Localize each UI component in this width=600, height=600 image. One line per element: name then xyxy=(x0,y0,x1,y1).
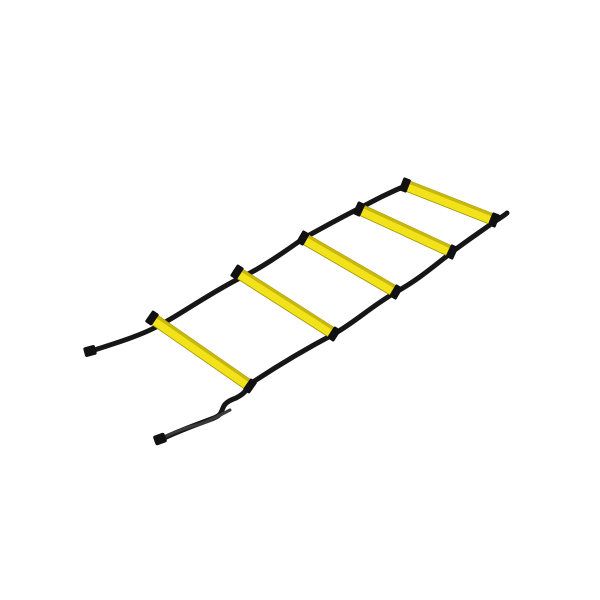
ladder-rung xyxy=(296,230,403,300)
rung-shade xyxy=(304,233,399,290)
rung-left-clip xyxy=(230,264,244,280)
rung-right-clip xyxy=(389,284,403,300)
ladder-rungs xyxy=(145,177,500,394)
left-strap-buckle xyxy=(83,345,97,357)
right-strap-buckle xyxy=(153,432,167,446)
ladder-rung xyxy=(230,264,341,342)
rung-left-clip xyxy=(352,201,366,217)
rung-left-clip xyxy=(145,310,159,326)
ladder-rung xyxy=(399,177,500,228)
rung-right-clip xyxy=(327,326,341,342)
rung-shade xyxy=(238,267,337,332)
rung-left-clip xyxy=(296,230,310,246)
rung-left-clip xyxy=(399,177,411,193)
rung-right-clip xyxy=(488,212,500,228)
right-strap-loose-end xyxy=(158,408,232,442)
rung-shade xyxy=(405,179,497,218)
ladder-rung xyxy=(145,310,257,394)
rung-shade xyxy=(153,313,254,384)
rung-shade xyxy=(360,204,455,250)
ladder-rung xyxy=(352,201,459,260)
rung-right-clip xyxy=(243,378,257,394)
strap-clips xyxy=(83,345,167,446)
rung-right-clip xyxy=(445,244,459,260)
